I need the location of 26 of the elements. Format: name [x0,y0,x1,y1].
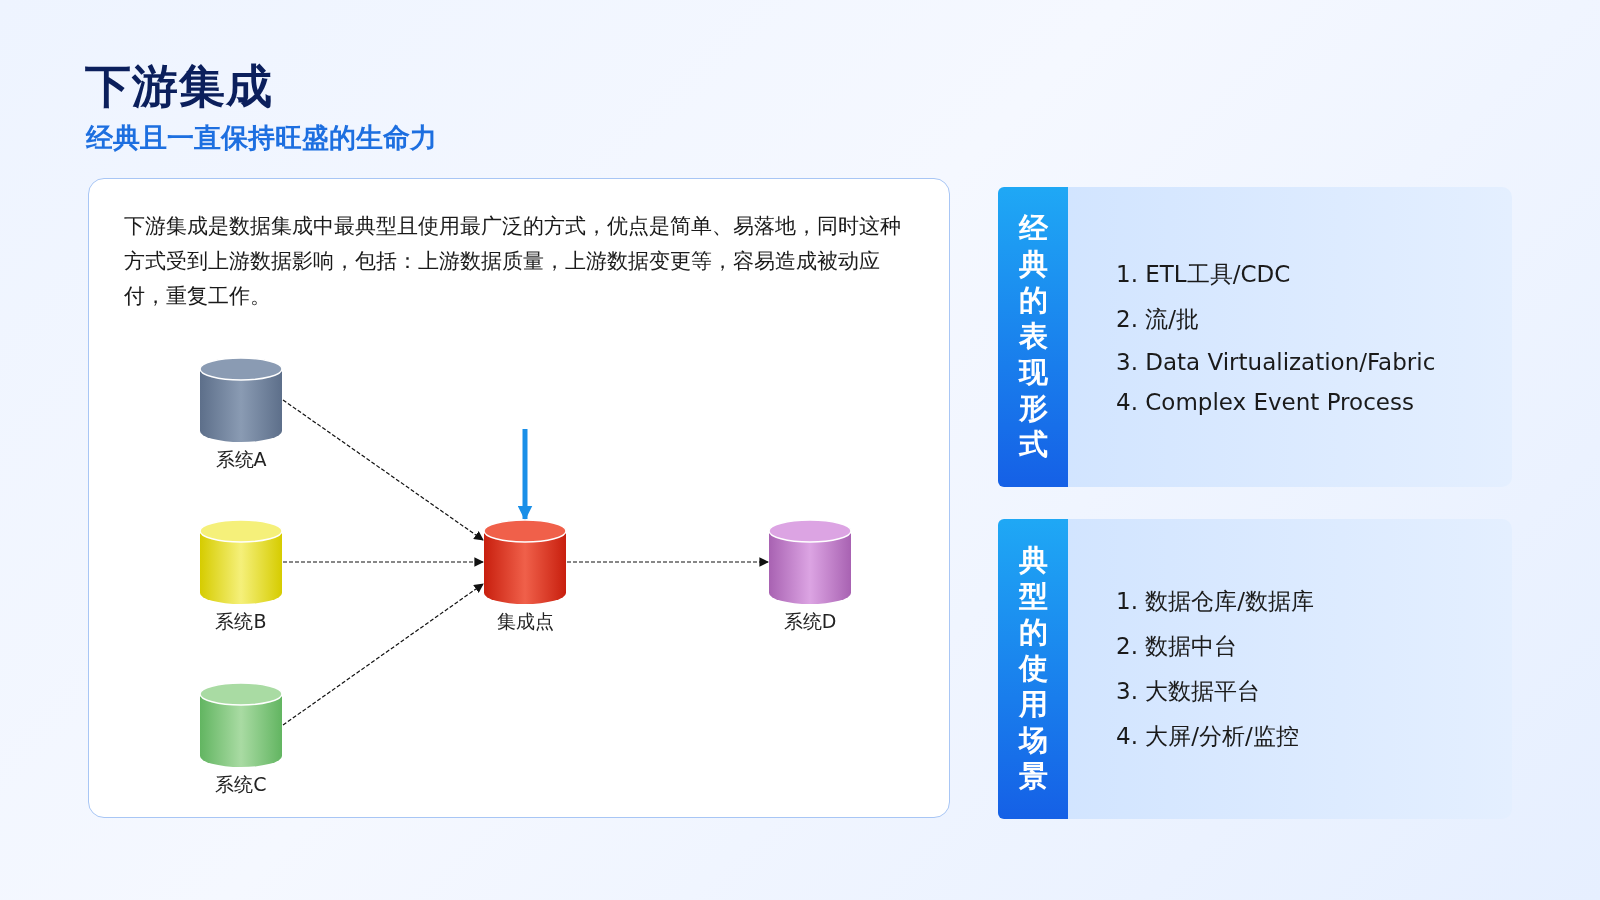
slide-title: 下游集成 [85,58,273,115]
list-item: 4. 大屏/分析/监控 [1116,722,1300,751]
list-item: 1. ETL工具/CDC [1116,260,1292,289]
info-panel [998,187,1512,487]
arrow [517,429,533,521]
panel-heading: 典型的使用场景 [1018,543,1048,795]
content-card [88,178,950,818]
list-item: 4. Complex Event Process [1116,389,1415,415]
node-label: 系统A [215,447,267,472]
panel-heading: 经典的表现形式 [1018,211,1048,463]
arrow [282,583,484,726]
list-item: 2. 数据中台 [1116,632,1239,661]
node-label: 系统D [783,609,837,634]
node-label: 系统B [215,609,267,634]
node-label: 集成点 [496,609,554,634]
slide-subtitle: 经典且一直保持旺盛的生命力 [86,121,437,155]
list-item: 1. 数据仓库/数据库 [1116,587,1314,616]
node-label: 系统C [215,772,267,797]
arrow [282,557,484,567]
list-item: 3. 大数据平台 [1116,677,1262,706]
list-item: 3. Data Virtualization/Fabric [1116,349,1436,375]
info-panel [998,519,1512,819]
arrow [282,399,484,541]
description-paragraph: 下游集成是数据集成中最典型且使用最广泛的方式，优点是简单、易落地，同时这种方式受到上游数据影响，包括：上游数据质量，上游数据变更等，容易造成被动应付，重复工作。 [124,213,902,310]
arrow [566,557,769,567]
list-item: 2. 流/批 [1116,305,1200,334]
